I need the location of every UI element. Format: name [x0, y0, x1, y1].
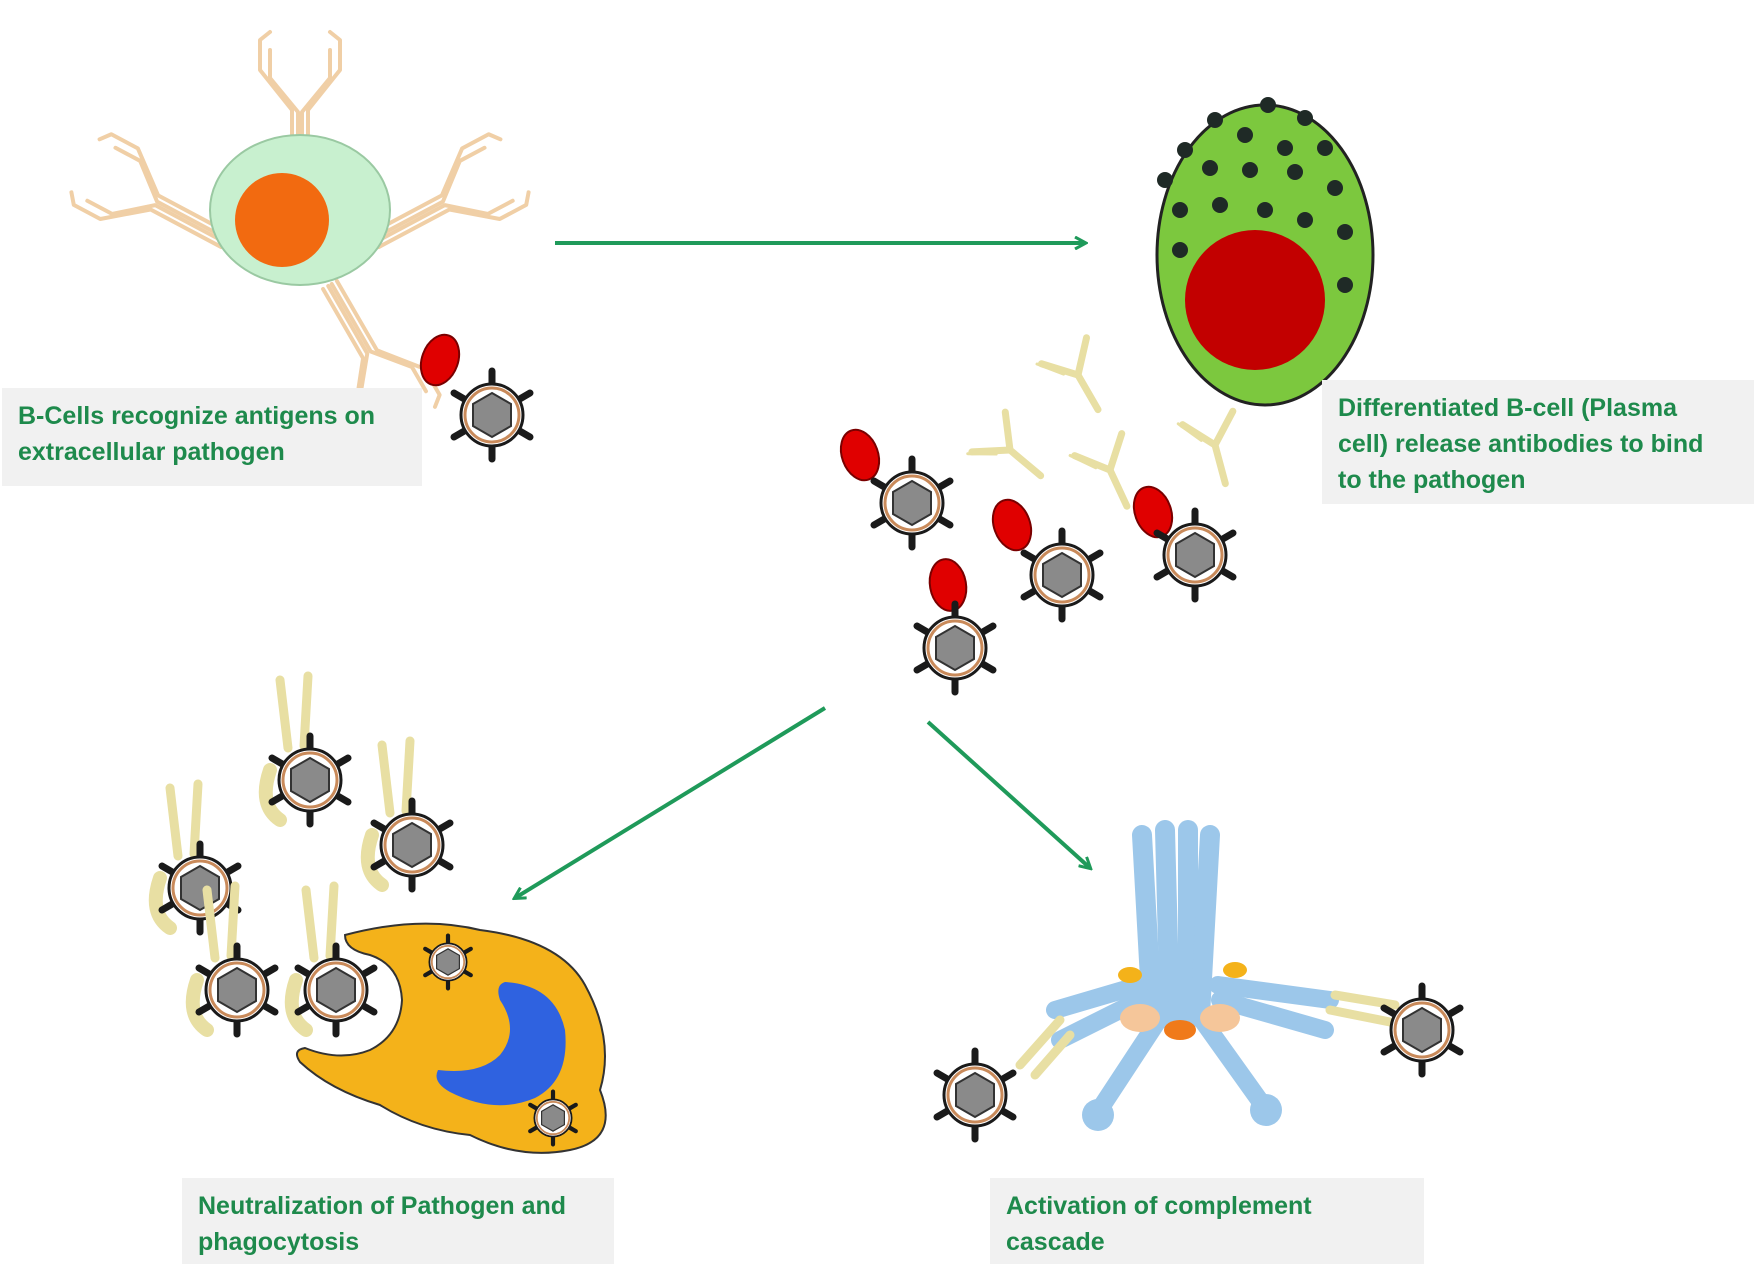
caption-line: Differentiated B-cell (Plasma [1338, 394, 1677, 422]
caption-line: phagocytosis [198, 1228, 360, 1256]
caption-line: extracellular pathogen [18, 438, 285, 466]
caption-bcell-recognize: B-Cells recognize antigens on extracellu… [2, 388, 422, 486]
arrow-to-neutralization [515, 706, 827, 898]
pathogen [454, 371, 530, 459]
phagocyte [295, 922, 607, 1154]
pathogen-cluster [874, 459, 1233, 692]
caption-neutralization: Neutralization of Pathogen and phagocyto… [182, 1178, 614, 1264]
plasma-granules [1157, 97, 1353, 293]
caption-line: cascade [1006, 1228, 1105, 1256]
b-cell [67, 30, 534, 444]
caption-line: B-Cells recognize antigens on [18, 402, 376, 430]
antigen-blob [419, 333, 461, 387]
caption-complement: Activation of complement cascade [990, 1178, 1424, 1264]
caption-line: Activation of complement [1006, 1192, 1312, 1220]
caption-line: Neutralization of Pathogen and [198, 1192, 567, 1220]
caption-line: to the pathogen [1338, 466, 1526, 494]
arrow-to-complement [926, 720, 1090, 868]
plasma-cell [1155, 97, 1375, 407]
caption-line: cell) release antibodies to bind [1338, 430, 1704, 458]
caption-plasma-release: Differentiated B-cell (Plasma cell) rele… [1322, 380, 1754, 504]
complement-complex [1015, 820, 1400, 1131]
